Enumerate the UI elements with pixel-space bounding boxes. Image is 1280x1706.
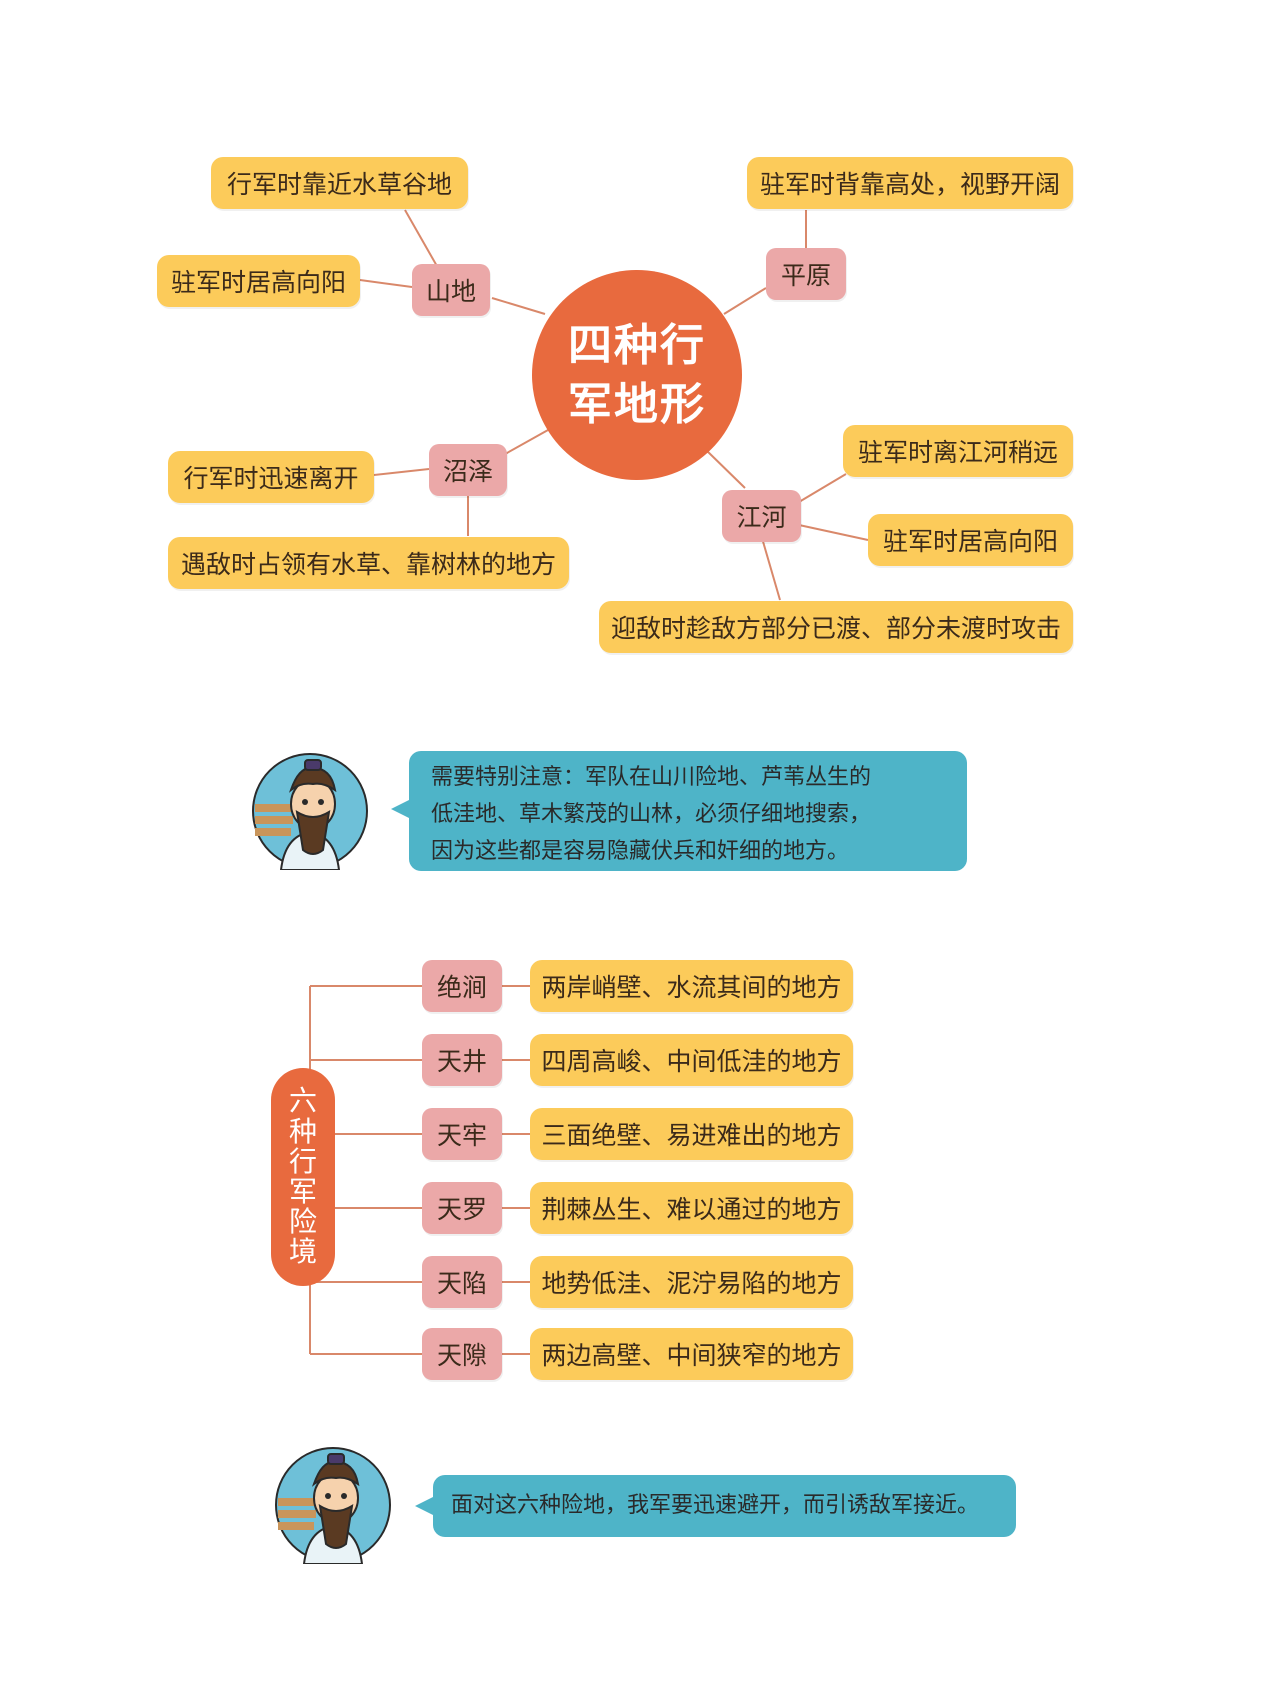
six-dangers-title: 六种行军险境 (271, 1068, 335, 1286)
danger-desc-4: 荆棘丛生、难以通过的地方 (530, 1182, 853, 1234)
category-river: 江河 (722, 490, 801, 542)
center-title-line2: 军地形 (568, 379, 706, 430)
danger-desc-6: 两边高壁、中间狭窄的地方 (530, 1328, 853, 1380)
note-bubble-search: 需要特别注意：军队在山川险地、芦苇丛生的 低洼地、草木繁茂的山林，必须仔细地搜索… (391, 751, 967, 871)
strategist-avatar-icon (252, 753, 368, 870)
danger-name-6: 天隙 (422, 1328, 502, 1380)
category-plain: 平原 (766, 248, 846, 300)
category-swamp: 沼泽 (429, 444, 507, 496)
leaf-river-attack: 迎敌时趁敌方部分已渡、部分未渡时攻击 (599, 601, 1073, 653)
leaf-mountain-march: 行军时靠近水草谷地 (211, 157, 468, 209)
leaf-river-camp-high: 驻军时居高向阳 (868, 514, 1073, 566)
danger-desc-2: 四周高峻、中间低洼的地方 (530, 1034, 853, 1086)
leaf-mountain-camp: 驻军时居高向阳 (157, 255, 360, 307)
leaf-swamp-enemy: 遇敌时占领有水草、靠树林的地方 (168, 537, 569, 589)
danger-name-1: 绝涧 (422, 960, 502, 1012)
center-title-line1: 四种行 (568, 319, 706, 371)
leaf-river-camp-far: 驻军时离江河稍远 (843, 425, 1073, 477)
strategist-avatar-icon (275, 1447, 391, 1564)
note-line-2: 低洼地、草木繁茂的山林，必须仔细地搜索， (431, 802, 872, 827)
danger-desc-1: 两岸峭壁、水流其间的地方 (530, 960, 853, 1012)
terrain-center-node: 四种行 军地形 (532, 270, 742, 480)
category-mountain: 山地 (412, 264, 490, 316)
leaf-swamp-march: 行军时迅速离开 (168, 451, 374, 503)
note-bubble-avoid: 面对这六种险地，我军要迅速避开，而引诱敌军接近。 (415, 1475, 1016, 1537)
note-line-3: 因为这些都是容易隐藏伏兵和奸细的地方。 (431, 839, 850, 864)
danger-desc-3: 三面绝壁、易进难出的地方 (530, 1108, 853, 1160)
danger-name-2: 天井 (422, 1034, 502, 1086)
danger-name-4: 天罗 (422, 1182, 502, 1234)
danger-name-3: 天牢 (422, 1108, 502, 1160)
danger-name-5: 天陷 (422, 1256, 502, 1308)
leaf-plain-camp: 驻军时背靠高处，视野开阔 (747, 157, 1073, 209)
note-line-1: 需要特别注意：军队在山川险地、芦苇丛生的 (431, 765, 872, 790)
danger-desc-5: 地势低洼、泥泞易陷的地方 (530, 1256, 853, 1308)
